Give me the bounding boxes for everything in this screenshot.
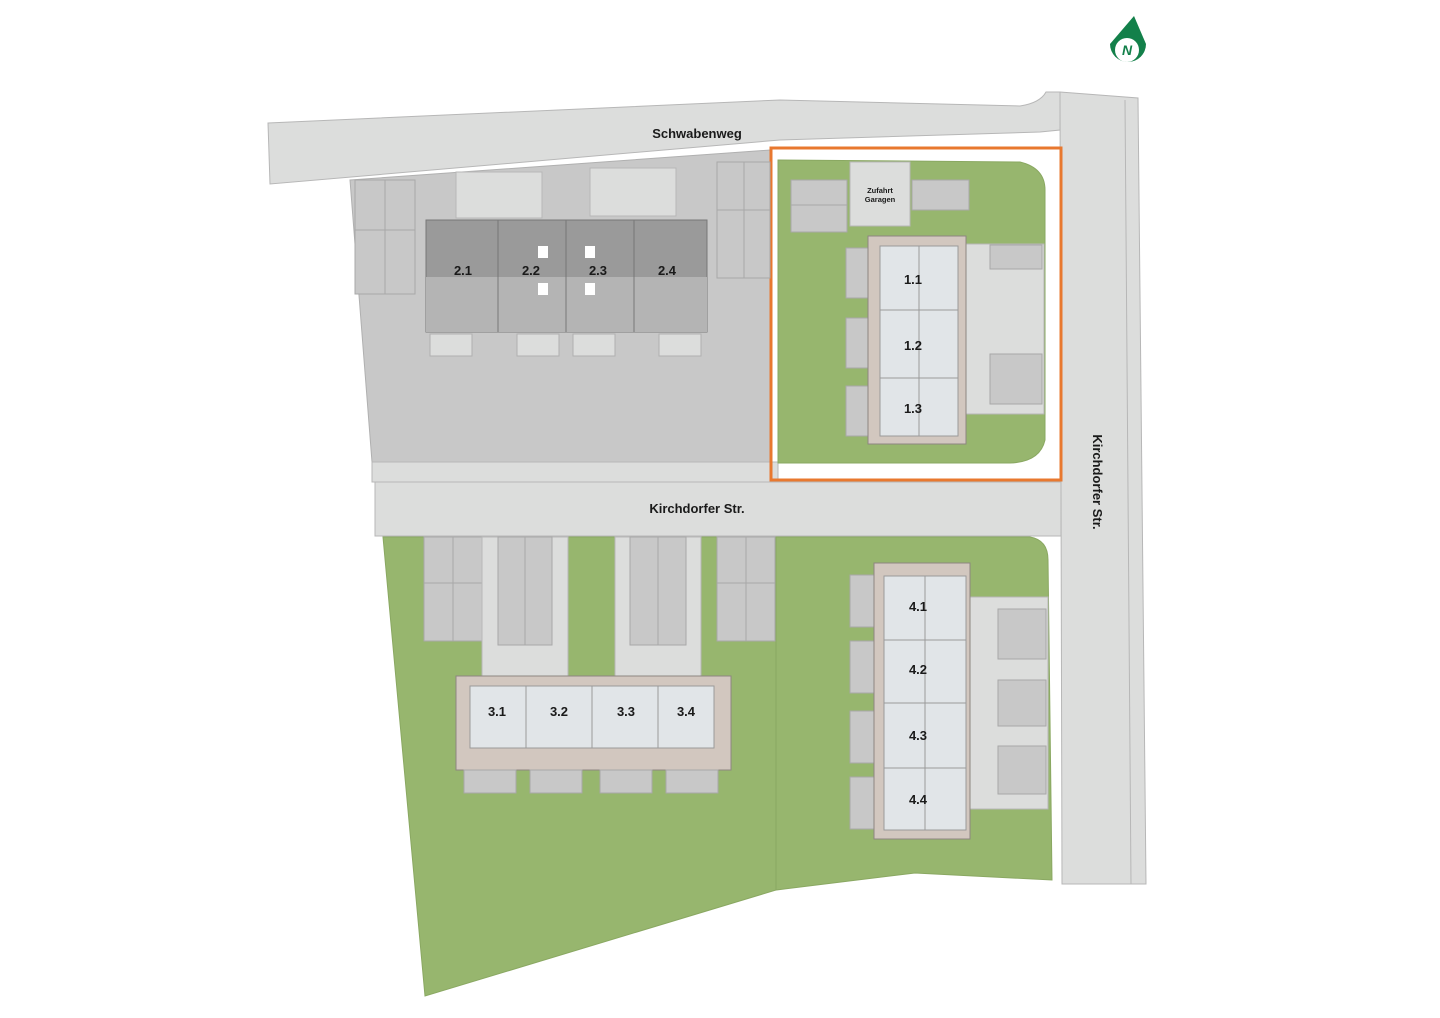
- unit-label: 2.1: [454, 263, 472, 278]
- compass-letter: N: [1122, 42, 1133, 58]
- roads: [267, 91, 1147, 885]
- garage: [790, 179, 848, 233]
- garage-access-pad: [849, 161, 911, 227]
- unit-label: 2.4: [658, 263, 677, 278]
- road-kirchdorfer-middle: [374, 481, 1062, 537]
- street-label-kirchdorfer-middle: Kirchdorfer Str.: [649, 501, 744, 516]
- unit-label: 4.4: [909, 792, 928, 807]
- building-1-area: [790, 161, 1045, 445]
- building-4-area: [849, 562, 1049, 840]
- garage: [911, 179, 970, 211]
- street-label-kirchdorfer-east: Kirchdorfer Str.: [1090, 434, 1105, 529]
- road-schwabenweg: [267, 91, 1061, 185]
- unit-label: 3.4: [677, 704, 696, 719]
- unit-label: 2.2: [522, 263, 540, 278]
- unit-label: 4.1: [909, 599, 927, 614]
- parcel-highlight: [769, 146, 1063, 482]
- unit-label: 4.3: [909, 728, 927, 743]
- unit-label: 1.2: [904, 338, 922, 353]
- north-arrow-icon: N: [1110, 16, 1146, 62]
- street-label-schwabenweg: Schwabenweg: [652, 126, 742, 141]
- building-2-area: [354, 161, 771, 357]
- unit-label: 3.1: [488, 704, 506, 719]
- garage-access-label: Garagen: [865, 195, 896, 204]
- sidewalk-middle: [371, 461, 779, 483]
- unit-label: 4.2: [909, 662, 927, 677]
- garage-access-label: Zufahrt: [867, 186, 893, 195]
- unit-label: 1.3: [904, 401, 922, 416]
- road-kirchdorfer-east: [1059, 91, 1147, 885]
- unit-label: 3.3: [617, 704, 635, 719]
- unit-label: 2.3: [589, 263, 607, 278]
- unit-label: 1.1: [904, 272, 922, 287]
- building-3-area: [423, 536, 776, 794]
- unit-label: 3.2: [550, 704, 568, 719]
